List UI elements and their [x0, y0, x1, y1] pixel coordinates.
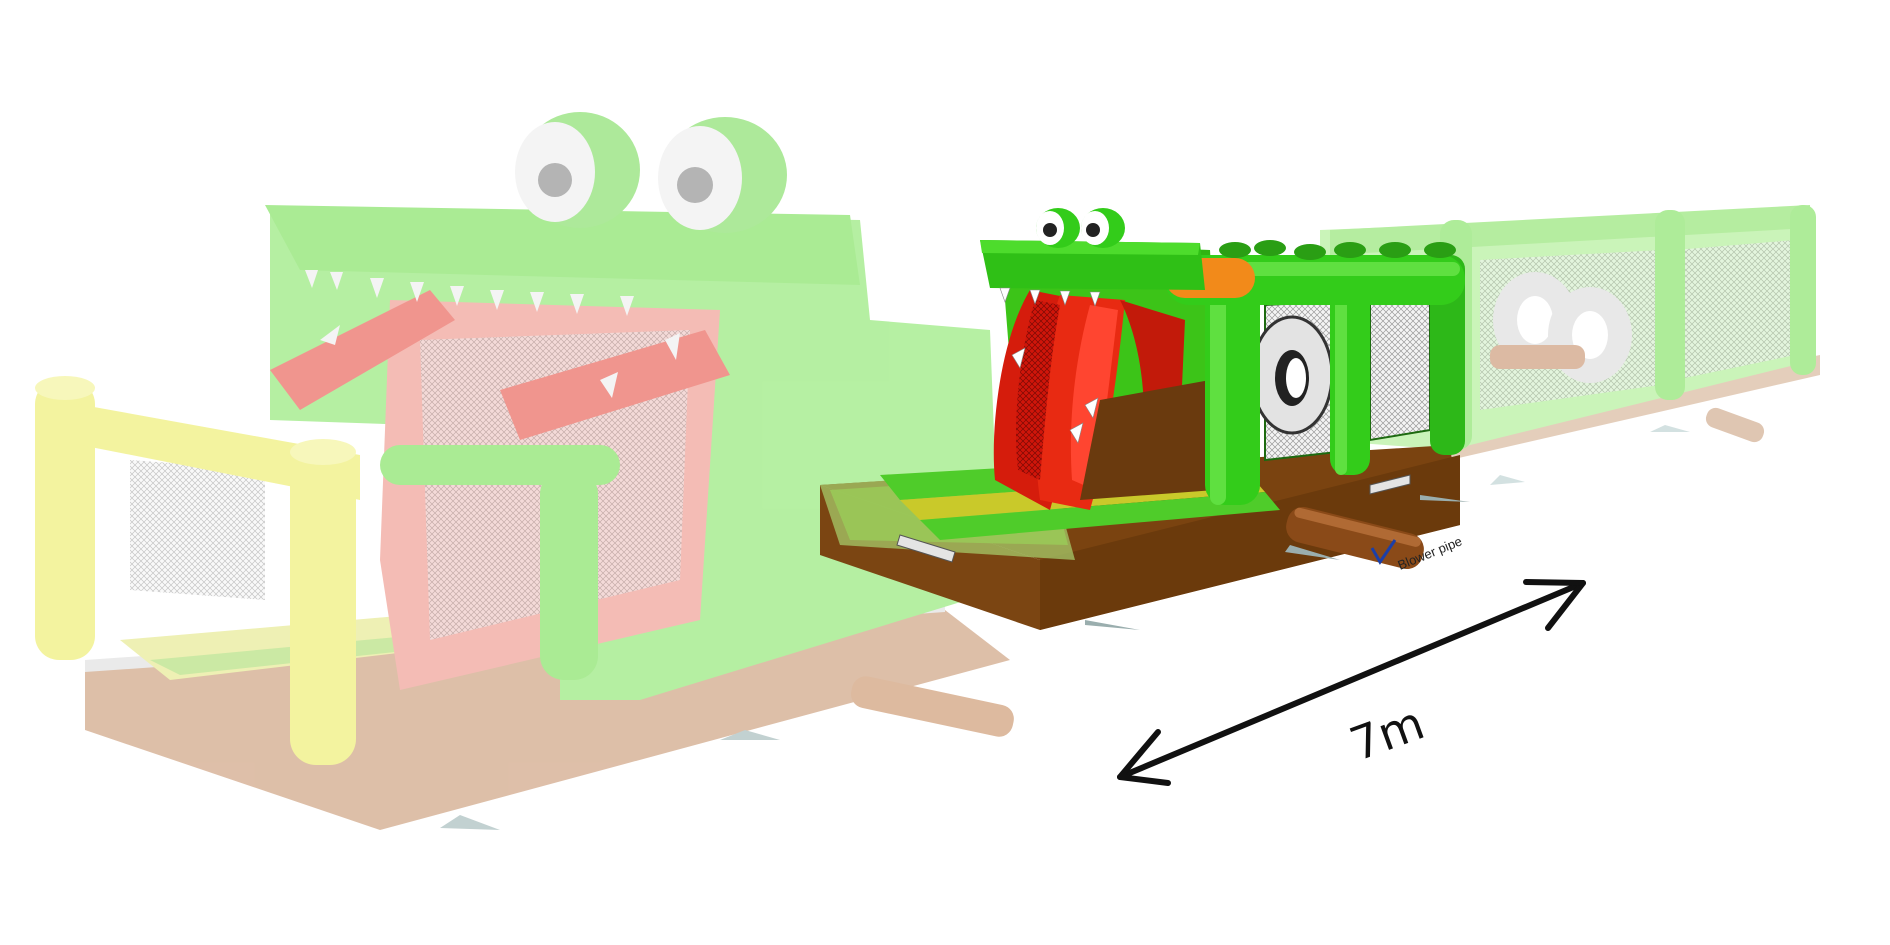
left-module-yellow-frame — [35, 376, 360, 765]
dimension-arrowhead-right — [1523, 579, 1586, 631]
center-module-teeth — [999, 287, 1101, 444]
left-module-teeth — [305, 270, 680, 398]
left-module-tongue — [270, 290, 455, 410]
dimension-arrowhead-left — [1117, 729, 1171, 786]
center-module: Blower pipe — [820, 208, 1470, 630]
left-faded-module — [35, 112, 1014, 830]
dimension-arrow-line — [1117, 580, 1586, 780]
center-module-eyes — [1036, 208, 1125, 248]
dimension-label: 7m — [1343, 695, 1431, 771]
left-module-eyes — [515, 112, 787, 233]
center-module-pillars — [1205, 255, 1465, 505]
center-module-blower-pipe — [1286, 506, 1424, 570]
dimension-arrow — [1117, 579, 1586, 786]
center-module-tyre — [1250, 315, 1334, 435]
